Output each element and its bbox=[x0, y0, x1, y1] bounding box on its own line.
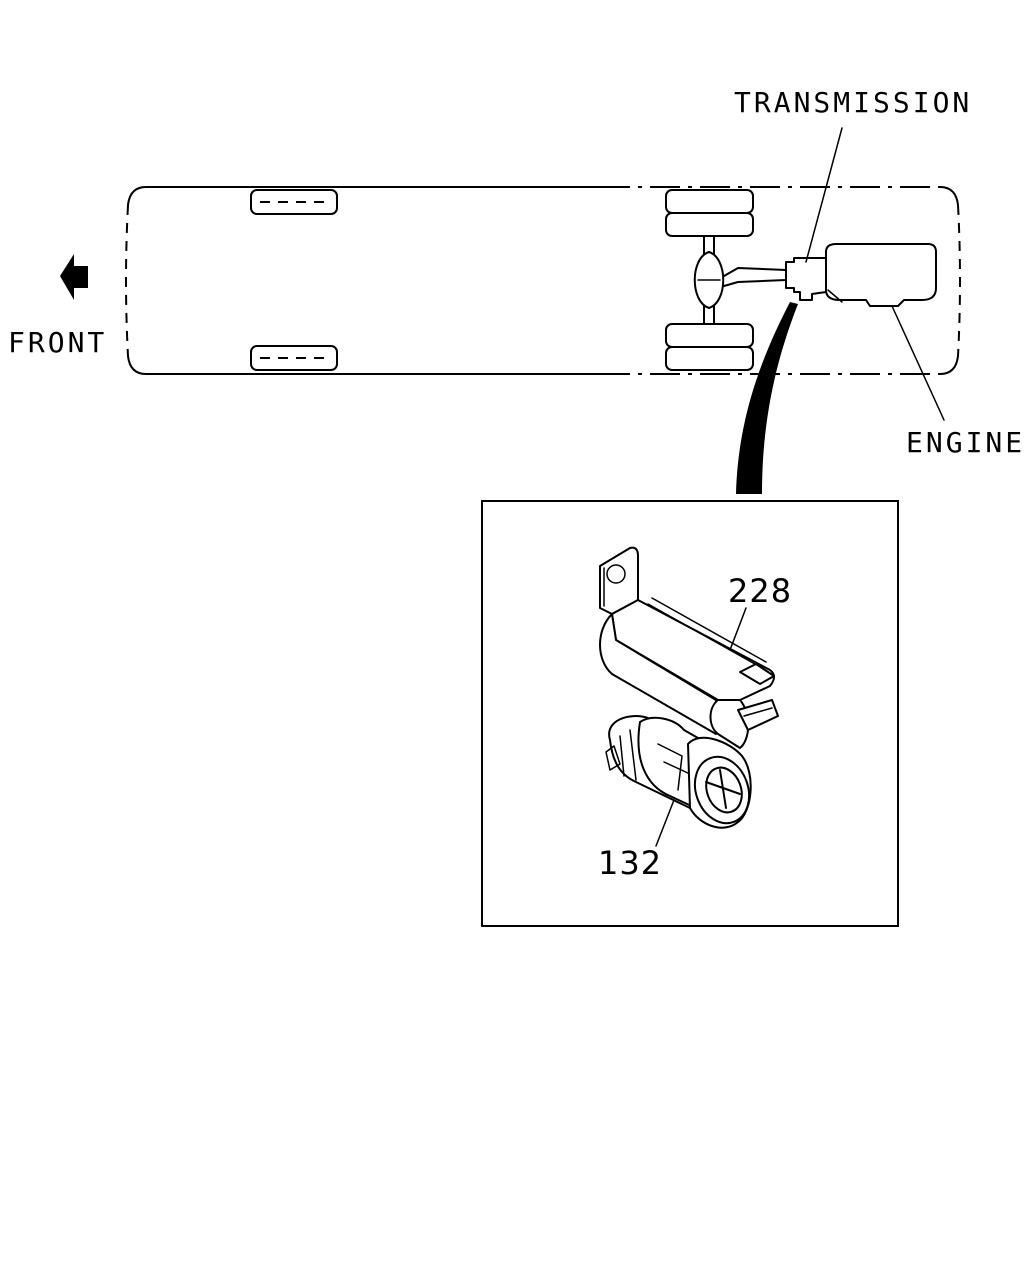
front-label: FRONT bbox=[8, 326, 107, 359]
engine-unit bbox=[825, 243, 937, 307]
connector-part-number: 132 bbox=[598, 844, 662, 882]
transmission-leader bbox=[805, 127, 843, 263]
propeller-shaft bbox=[723, 267, 787, 287]
connector-leader bbox=[655, 799, 675, 847]
vehicle-top-view bbox=[125, 186, 961, 375]
bracket-part bbox=[599, 546, 779, 749]
rear-wheel-left-outer bbox=[665, 189, 754, 214]
chassis-outline bbox=[127, 186, 959, 375]
left-arrow-icon bbox=[60, 254, 88, 300]
rear-wheel-right-outer bbox=[665, 346, 754, 371]
engine-leader bbox=[891, 305, 945, 421]
transmission-label: TRANSMISSION bbox=[734, 86, 972, 119]
detail-callout bbox=[736, 302, 798, 494]
rear-wheel-right-inner bbox=[665, 323, 754, 348]
detail-box: 228 132 bbox=[481, 500, 899, 927]
bracket-leader bbox=[729, 607, 747, 651]
front-wheel-left bbox=[250, 189, 338, 215]
connector-part bbox=[605, 715, 752, 829]
front-wheel-right bbox=[250, 345, 338, 371]
bracket-part-number: 228 bbox=[728, 572, 792, 610]
rear-wheel-left-inner bbox=[665, 212, 754, 237]
transmission-unit bbox=[785, 257, 827, 301]
engine-label: ENGINE bbox=[906, 426, 1024, 459]
